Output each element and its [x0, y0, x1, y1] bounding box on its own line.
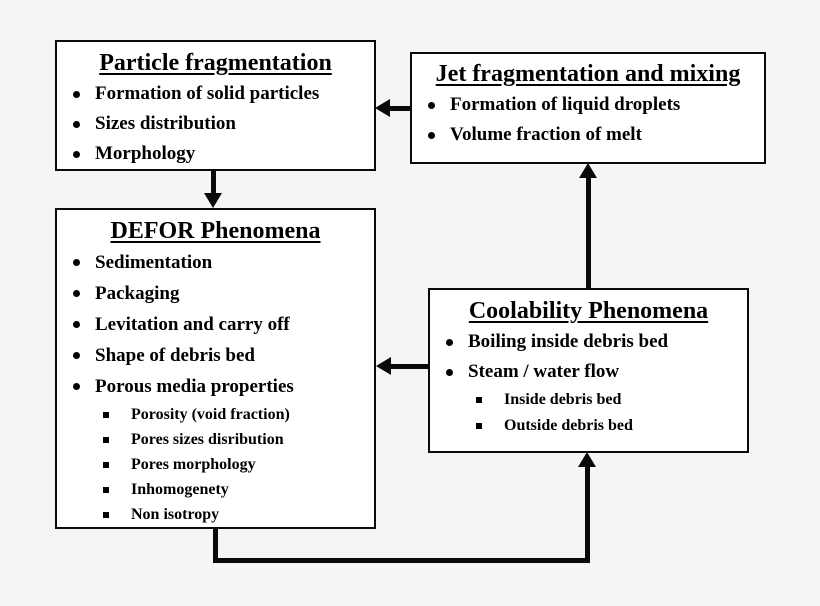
sub-list-item-label: Pores sizes disribution	[131, 431, 284, 448]
arrow-shaft	[586, 176, 591, 288]
bullet-icon	[428, 101, 435, 109]
box-defor-phenomena: DEFOR Phenomena Sedimentation Packaging …	[55, 208, 376, 529]
list-item: Morphology	[57, 139, 374, 169]
sub-list-item-label: Inhomogenety	[131, 481, 229, 498]
square-bullet-icon	[476, 423, 482, 429]
box-jet-fragmentation-and-mixing: Jet fragmentation and mixing Formation o…	[410, 52, 766, 164]
bullet-icon	[73, 259, 80, 266]
bullet-icon	[428, 131, 435, 139]
list-item-label: Levitation and carry off	[95, 314, 290, 335]
sub-list-item-label: Outside debris bed	[504, 417, 633, 434]
bullet-icon	[446, 368, 453, 376]
list-item-label: Steam / water flow	[468, 361, 620, 382]
list-item: Porous media properties	[57, 371, 374, 402]
sub-list-item: Pores sizes disribution	[57, 427, 374, 452]
arrow-head-left-icon	[375, 99, 390, 117]
list-item: Steam / water flow	[430, 357, 747, 387]
square-bullet-icon	[476, 397, 482, 403]
box-coolability-phenomena: Coolability Phenomena Boiling inside deb…	[428, 288, 749, 453]
sub-list-item-label: Inside debris bed	[504, 391, 622, 408]
list-item-label: Morphology	[95, 143, 196, 164]
list-item-label: Sedimentation	[95, 252, 213, 273]
bullet-icon	[73, 150, 80, 158]
sub-list-item: Inhomogenety	[57, 477, 374, 502]
list-item: Shape of debris bed	[57, 340, 374, 371]
arrow-head-up-icon	[578, 452, 596, 467]
bullet-icon	[73, 321, 80, 328]
box-title: DEFOR Phenomena	[110, 218, 321, 244]
arrow-shaft	[388, 106, 410, 111]
list-item: Formation of solid particles	[57, 79, 374, 109]
list-item-label: Sizes distribution	[95, 113, 236, 134]
box-title: Particle fragmentation	[99, 50, 332, 76]
arrow-shaft-horizontal	[213, 558, 590, 563]
list-item-label: Porous media properties	[95, 376, 294, 397]
bullet-icon	[73, 383, 80, 390]
list-item: Volume fraction of melt	[412, 120, 764, 150]
list-item: Formation of liquid droplets	[412, 90, 764, 120]
arrow-shaft-vertical	[213, 528, 218, 563]
bullet-icon	[73, 352, 80, 359]
square-bullet-icon	[103, 461, 109, 468]
list-item-label: Boiling inside debris bed	[468, 331, 669, 352]
square-bullet-icon	[103, 486, 109, 493]
sub-list-item: Pores morphology	[57, 452, 374, 477]
sub-list-item: Outside debris bed	[430, 413, 747, 439]
sub-list-item-label: Porosity (void fraction)	[131, 406, 290, 423]
sub-list-item-label: Pores morphology	[131, 456, 256, 473]
list-item-label: Formation of liquid droplets	[450, 94, 681, 115]
box-title: Coolability Phenomena	[468, 298, 709, 324]
list-item-label: Shape of debris bed	[95, 345, 255, 366]
square-bullet-icon	[103, 411, 109, 418]
list-item: Levitation and carry off	[57, 309, 374, 340]
arrow-shaft	[389, 364, 428, 369]
square-bullet-icon	[103, 436, 109, 443]
arrow-shaft-vertical	[585, 466, 590, 562]
list-item: Sizes distribution	[57, 109, 374, 139]
bullet-icon	[446, 338, 453, 346]
box-particle-fragmentation: Particle fragmentation Formation of soli…	[55, 40, 376, 171]
sub-list-item: Inside debris bed	[430, 387, 747, 413]
list-item: Packaging	[57, 278, 374, 309]
list-item-label: Volume fraction of melt	[450, 124, 642, 145]
square-bullet-icon	[103, 511, 109, 518]
arrow-head-left-icon	[376, 357, 391, 375]
list-item: Sedimentation	[57, 247, 374, 278]
list-item-label: Formation of solid particles	[95, 83, 320, 104]
sub-list-item-label: Non isotropy	[131, 506, 220, 523]
arrow-head-up-icon	[579, 163, 597, 178]
bullet-icon	[73, 120, 80, 128]
arrow-head-down-icon	[204, 193, 222, 208]
bullet-icon	[73, 290, 80, 297]
box-title: Jet fragmentation and mixing	[435, 61, 741, 87]
sub-list-item: Porosity (void fraction)	[57, 402, 374, 427]
sub-list-item: Non isotropy	[57, 502, 374, 527]
bullet-icon	[73, 90, 80, 98]
list-item-label: Packaging	[95, 283, 180, 304]
arrow-shaft	[211, 170, 216, 195]
list-item: Boiling inside debris bed	[430, 327, 747, 357]
